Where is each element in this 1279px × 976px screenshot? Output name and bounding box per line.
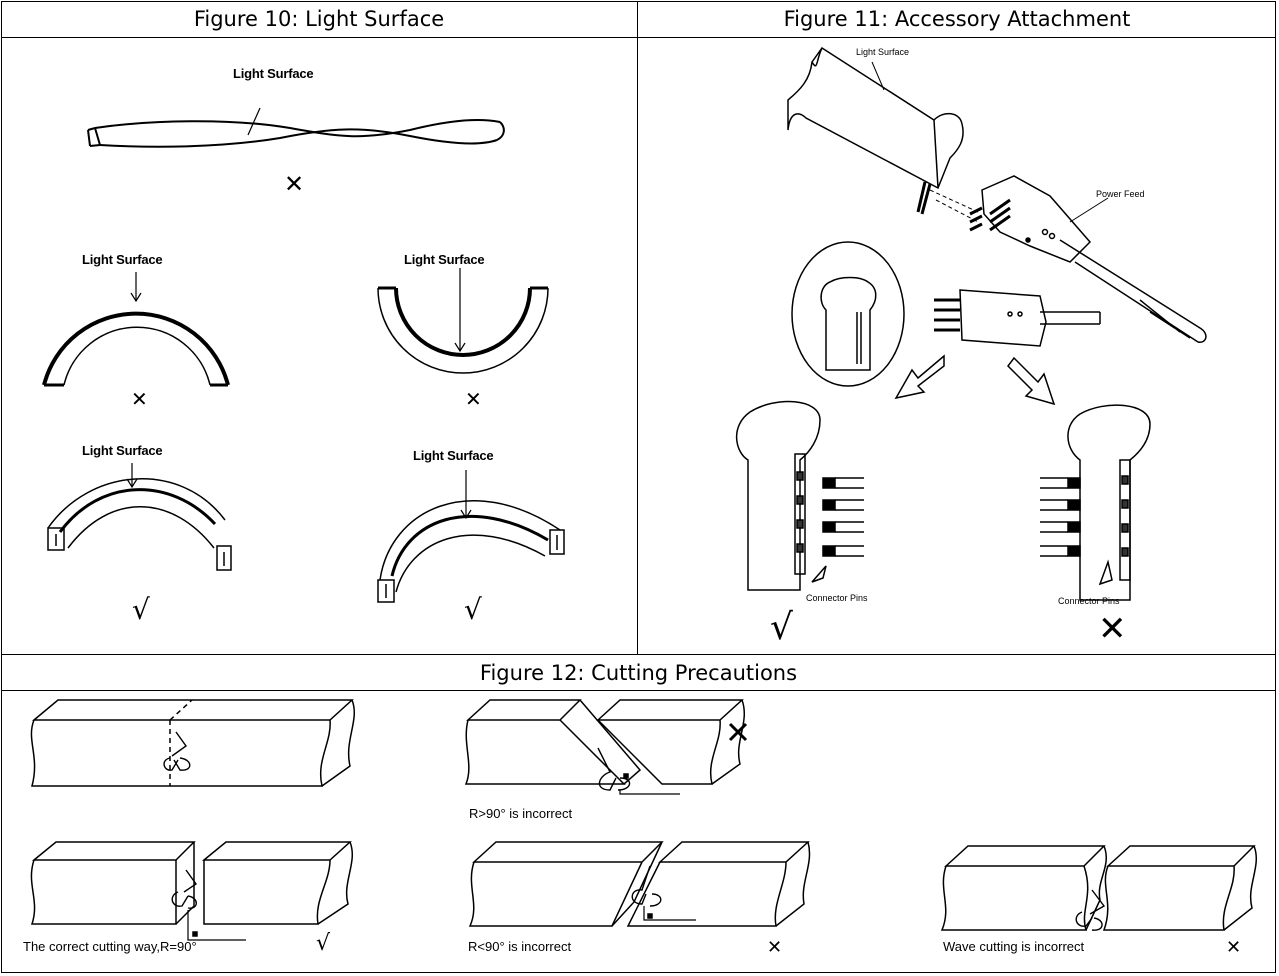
fig10-label-3d-right: Light Surface — [413, 448, 494, 463]
figure12-title: Figure 12: Cutting Precautions — [479, 661, 798, 685]
fig12-mark-wave-icon: ✕ — [1226, 937, 1242, 958]
arch-up-diagram — [0, 0, 640, 650]
arch-3d-left-diagram — [0, 0, 640, 650]
fig11-label-power-feed: Power Feed — [1096, 189, 1145, 199]
fig10-check-left-icon: √ — [132, 593, 150, 626]
fig10-mark-arch-icon: ✕ — [131, 387, 148, 411]
figure11-title: Figure 11: Accessory Attachment — [783, 7, 1131, 31]
fig10-label-top: Light Surface — [233, 66, 314, 81]
fig12-caption-r-greater: R>90° is incorrect — [469, 806, 573, 821]
twisted-strip-diagram — [0, 0, 640, 650]
fig10-label-arch: Light Surface — [82, 252, 163, 267]
fig11-check-icon: √ — [770, 607, 793, 648]
fig12-mark-r-less-icon: ✕ — [767, 937, 783, 958]
fig12-caption-correct: The correct cutting way,R=90° — [23, 939, 197, 954]
fig10-check-right-icon: √ — [464, 593, 482, 626]
fig11-cross-icon: ✕ — [1098, 609, 1127, 649]
fig10-label-u: Light Surface — [404, 252, 485, 267]
fig12-caption-wave: Wave cutting is incorrect — [943, 939, 1085, 954]
header-divider-top — [1, 37, 1276, 38]
u-shape-diagram — [0, 0, 640, 650]
figure10-title: Figure 10: Light Surface — [193, 7, 445, 31]
fig10-label-3d-left: Light Surface — [82, 443, 163, 458]
fig10-mark-twist-icon: ✕ — [284, 170, 305, 198]
column-divider — [637, 1, 638, 655]
fig11-label-connector-pins-left: Connector Pins — [806, 593, 868, 603]
row-divider — [1, 654, 1276, 655]
fig11-label-connector-pins-right: Connector Pins — [1058, 596, 1120, 606]
accessory-attachment-diagram — [0, 0, 1279, 660]
fig12-caption-r-less: R<90° is incorrect — [468, 939, 572, 954]
header-divider-bottom — [1, 690, 1276, 691]
fig11-label-light-surface: Light Surface — [856, 47, 910, 57]
arch-3d-right-diagram — [0, 0, 640, 650]
fig12-mark-correct-icon: √ — [316, 931, 331, 956]
fig10-mark-u-icon: ✕ — [465, 387, 482, 411]
